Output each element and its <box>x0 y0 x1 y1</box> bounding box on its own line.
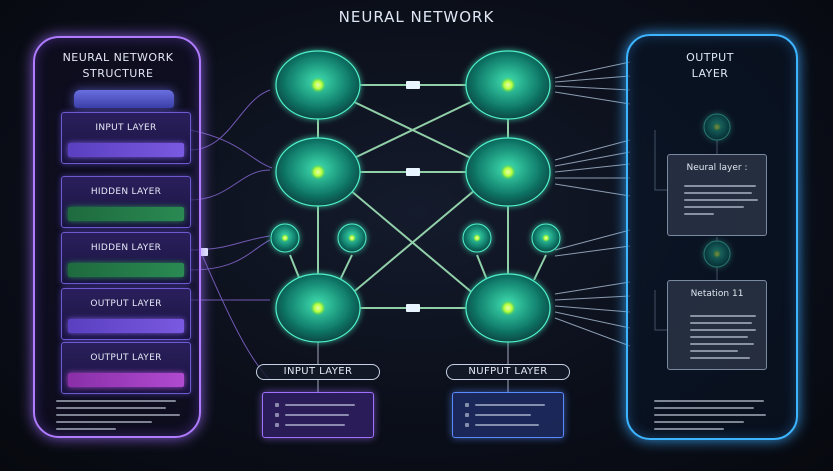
layer-bar <box>68 143 184 157</box>
network-node <box>275 50 361 120</box>
input-layer-label: INPUT LAYER <box>256 364 380 380</box>
layer-bar <box>68 207 184 221</box>
output-layer-label: NUFPUT LAYER <box>446 364 570 380</box>
structure-panel-title: NEURAL NETWORK STRUCTURE <box>40 50 196 82</box>
layer-box-hidden-1: HIDDEN LAYER <box>61 176 191 228</box>
small-node <box>337 223 367 253</box>
layer-label: OUTPUT LAYER <box>90 353 162 363</box>
layer-bar <box>68 319 184 333</box>
output-panel-title: OUTPUT LAYER <box>640 50 780 82</box>
output-card-title: Neural layer : <box>686 163 748 173</box>
layer-label: HIDDEN LAYER <box>90 243 162 253</box>
stack-cap <box>74 90 174 108</box>
layer-box-output-1: OUTPUT LAYER <box>61 288 191 340</box>
network-node <box>465 137 551 207</box>
layer-bar <box>68 373 184 387</box>
layer-label: INPUT LAYER <box>95 123 157 133</box>
small-node <box>531 223 561 253</box>
layer-box-output-2: OUTPUT LAYER <box>61 342 191 394</box>
small-node <box>462 223 492 253</box>
bottom-links <box>317 340 509 392</box>
layer-bar <box>68 263 184 277</box>
structure-title-line1: NEURAL NETWORK <box>62 51 174 64</box>
output-wires <box>554 61 631 347</box>
output-card-title: Netation 11 <box>690 289 744 299</box>
output-layer-panel <box>452 392 564 438</box>
input-wires <box>189 89 273 381</box>
input-layer-panel <box>262 392 374 438</box>
output-title-line1: OUTPUT <box>686 51 734 64</box>
layer-label: HIDDEN LAYER <box>90 187 162 197</box>
output-info-card: Neural layer : <box>667 154 767 236</box>
diagram-title: NEURAL NETWORK <box>338 8 495 26</box>
layer-label: OUTPUT LAYER <box>90 299 162 309</box>
output-footnote <box>650 398 770 432</box>
output-panel <box>626 34 798 440</box>
small-node <box>270 223 300 253</box>
structure-footnote <box>42 398 192 432</box>
output-info-card: Netation 11 <box>667 280 767 370</box>
network-node <box>275 137 361 207</box>
network-node <box>465 50 551 120</box>
layer-box-hidden-2: HIDDEN LAYER <box>61 232 191 284</box>
connector-chips <box>200 81 420 312</box>
network-node <box>465 273 551 343</box>
layer-box-input: INPUT LAYER <box>61 112 191 164</box>
structure-title-line2: STRUCTURE <box>82 67 154 80</box>
output-title-line2: LAYER <box>691 67 729 80</box>
network-node <box>275 273 361 343</box>
